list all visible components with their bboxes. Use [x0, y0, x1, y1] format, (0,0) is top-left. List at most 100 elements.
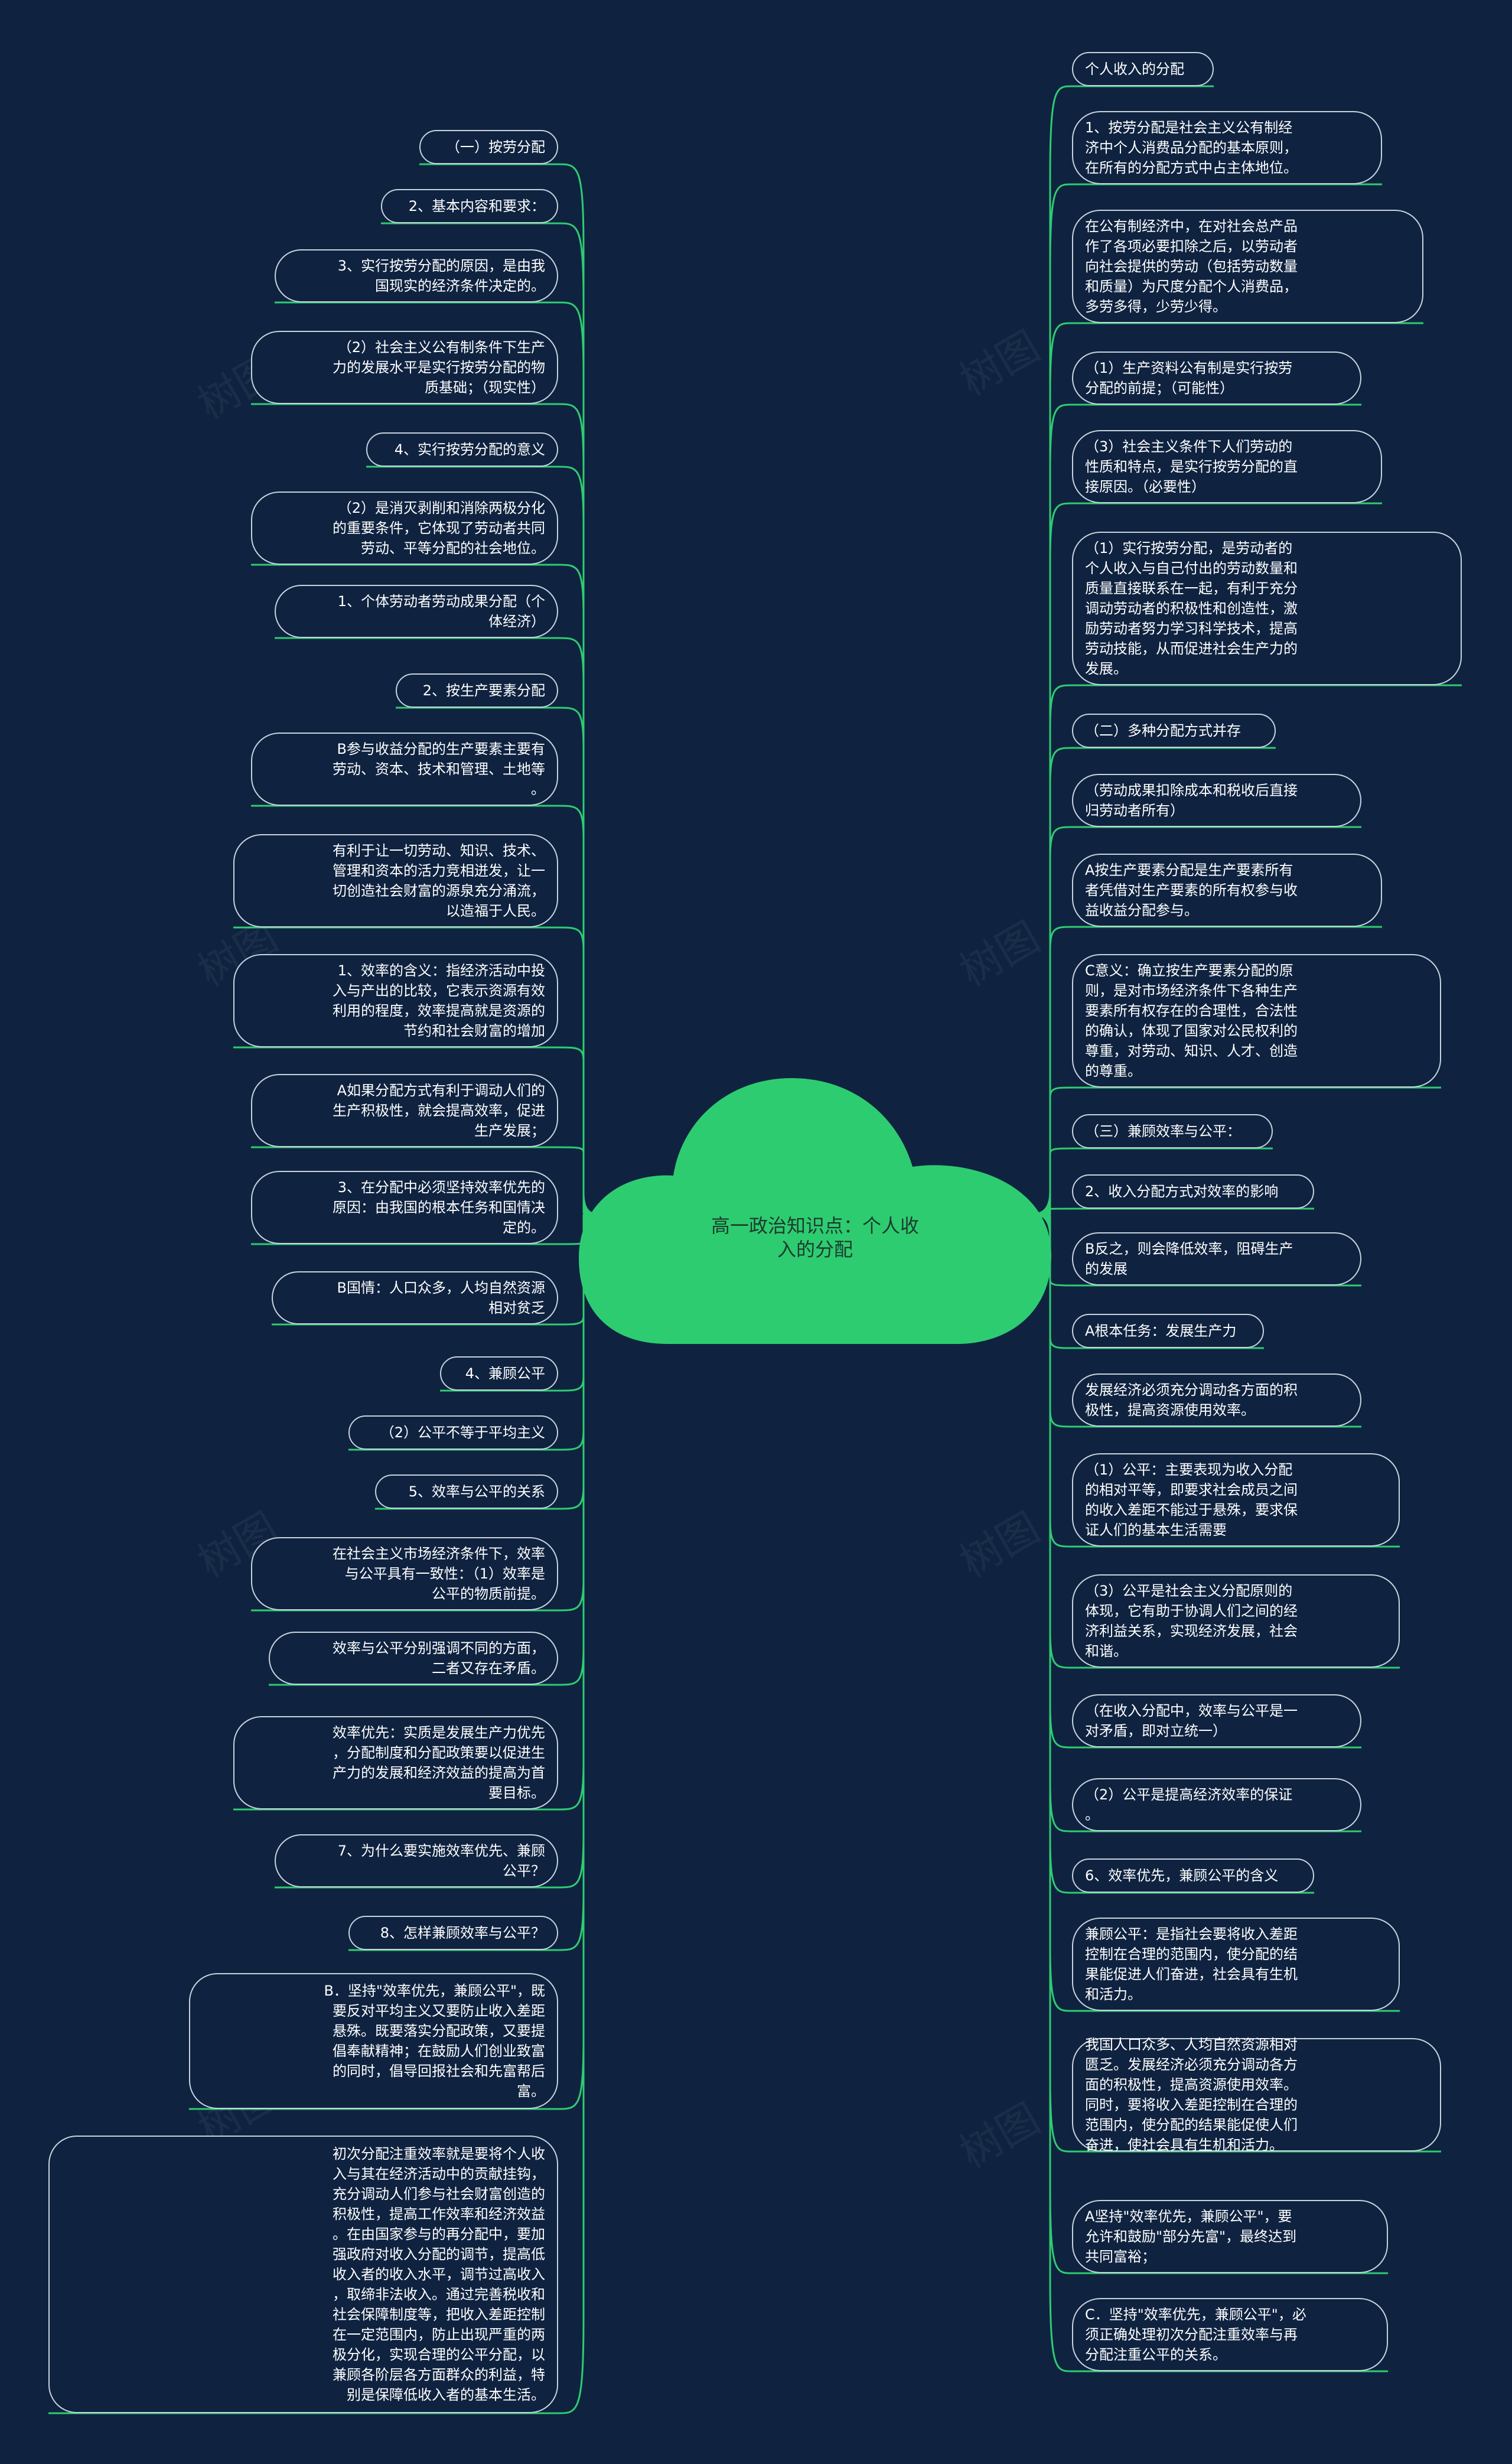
node-text: （2）社会主义公有制条件下生产 力的发展水平是实行按劳分配的物 质基础；（现实性… — [333, 339, 545, 396]
node-text: 个人收入的分配 — [1085, 61, 1184, 77]
node-text: B．坚持"效率优先，兼顾公平"，既 要反对平均主义又要防止收入差距 悬殊。既要落… — [324, 1983, 545, 2100]
node-text: 4、实行按劳分配的意义 — [394, 441, 545, 458]
left-node-22[interactable]: 8、怎样兼顾效率与公平？ — [348, 1916, 558, 1950]
right-node-14[interactable]: A根本任务：发展生产力 — [1072, 1314, 1264, 1348]
branch-connector — [558, 301, 597, 1215]
node-text: 5、效率与公平的关系 — [408, 1483, 545, 1500]
left-node-1[interactable]: （一）按劳分配 — [419, 130, 558, 164]
node-text: 我国人口众多、人均自然资源相对 匮乏。发展经济必须充分调动各方 面的积极性，提高… — [1085, 2036, 1298, 2153]
left-node-6[interactable]: （2）是消灭剥削和消除两极分化 的重要条件，它体现了劳动者共同 劳动、平等分配的… — [251, 492, 558, 565]
right-node-21[interactable]: 兼顾公平：是指社会要将收入差距 控制在合理的范围内，使分配的结 果能促进人们奋进… — [1072, 1918, 1400, 2011]
node-text: 3、实行按劳分配的原因，是由我 国现实的经济条件决定的。 — [337, 258, 545, 294]
node-text: 3、在分配中必须坚持效率优先的 原因：由我国的根本任务和国情决 定的。 — [333, 1179, 545, 1236]
right-node-2[interactable]: 1、按劳分配是社会主义公有制经 济中个人消费品分配的基本原则， 在所有的分配方式… — [1072, 111, 1382, 184]
node-text: A根本任务：发展生产力 — [1085, 1323, 1237, 1339]
left-node-13[interactable]: 3、在分配中必须坚持效率优先的 原因：由我国的根本任务和国情决 定的。 — [251, 1171, 558, 1244]
node-text: （2）公平是提高经济效率的保证 。 — [1085, 1786, 1293, 1823]
branch-connector — [558, 222, 597, 1215]
right-node-16[interactable]: （1）公平：主要表现为收入分配 的相对平等，即要求社会成员之间 的收入差距不能过… — [1072, 1453, 1400, 1547]
node-text: 4、兼顾公平 — [465, 1365, 545, 1382]
right-node-3[interactable]: 在公有制经济中，在对社会总产品 作了各项必要扣除之后，以劳动者 向社会提供的劳动… — [1072, 210, 1423, 323]
left-node-3[interactable]: 3、实行按劳分配的原因，是由我 国现实的经济条件决定的。 — [275, 249, 558, 302]
left-node-17[interactable]: 5、效率与公平的关系 — [375, 1475, 558, 1509]
node-text: 2、收入分配方式对效率的影响 — [1085, 1183, 1279, 1200]
right-node-22[interactable]: 我国人口众多、人均自然资源相对 匮乏。发展经济必须充分调动各方 面的积极性，提高… — [1072, 2036, 1441, 2153]
node-text: 有利于让一切劳动、知识、技术、 管理和资本的活力竞相迸发，让一 切创造社会财富的… — [333, 842, 545, 919]
right-node-10[interactable]: C意义：确立按生产要素分配的原 则，是对市场经济条件下各种生产 要素所有权存在的… — [1072, 954, 1441, 1088]
left-node-12[interactable]: A如果分配方式有利于调动人们的 生产积极性，就会提高效率，促进 生产发展； — [251, 1074, 558, 1147]
node-text: 在社会主义市场经济条件下，效率 与公平具有一致性：（1）效率是 公平的物质前提。 — [333, 1545, 545, 1602]
node-text: C意义：确立按生产要素分配的原 则，是对市场经济条件下各种生产 要素所有权存在的… — [1085, 962, 1298, 1079]
node-text: （1）生产资料公有制是实行按劳 分配的前提；（可能性） — [1085, 360, 1293, 396]
node-text: （2）是消灭剥削和消除两极分化 的重要条件，它体现了劳动者共同 劳动、平等分配的… — [333, 500, 545, 556]
node-text: 在公有制经济中，在对社会总产品 作了各项必要扣除之后，以劳动者 向社会提供的劳动… — [1085, 218, 1298, 315]
right-node-4[interactable]: （1）生产资料公有制是实行按劳 分配的前提；（可能性） — [1072, 351, 1361, 405]
left-node-7[interactable]: 1、个体劳动者劳动成果分配（个 体经济） — [275, 585, 558, 638]
right-node-12[interactable]: 2、收入分配方式对效率的影响 — [1072, 1174, 1314, 1209]
left-node-4[interactable]: （2）社会主义公有制条件下生产 力的发展水平是实行按劳分配的物 质基础；（现实性… — [251, 331, 558, 404]
node-text: 发展经济必须充分调动各方面的积 极性，提高资源使用效率。 — [1085, 1382, 1298, 1418]
right-node-24[interactable]: C．坚持"效率优先，兼顾公平"，必 须正确处理初次分配注重效率与再 分配注重公平… — [1072, 2298, 1388, 2371]
left-node-11[interactable]: 1、效率的含义：指经济活动中投 入与产出的比较，它表示资源有效 利用的程度，效率… — [233, 954, 558, 1047]
right-node-5[interactable]: （3）社会主义条件下人们劳动的 性质和特点，是实行按劳分配的直 接原因。（必要性… — [1072, 430, 1382, 503]
left-node-16[interactable]: （2）公平不等于平均主义 — [348, 1415, 558, 1450]
node-text: 效率优先：实质是发展生产力优先 ，分配制度和分配政策要以促进生 产力的发展和经济… — [333, 1724, 545, 1801]
left-node-15[interactable]: 4、兼顾公平 — [440, 1356, 558, 1391]
node-text: 1、个体劳动者劳动成果分配（个 体经济） — [337, 593, 545, 630]
right-node-9[interactable]: A按生产要素分配是生产要素所有 者凭借对生产要素的所有权参与收 益收益分配参与。 — [1072, 854, 1382, 927]
right-node-18[interactable]: （在收入分配中，效率与公平是一 对矛盾，即对立统一） — [1072, 1694, 1361, 1747]
node-text: （3）社会主义条件下人们劳动的 性质和特点，是实行按劳分配的直 接原因。（必要性… — [1085, 438, 1298, 495]
node-text: 6、效率优先，兼顾公平的含义 — [1085, 1867, 1279, 1884]
right-node-15[interactable]: 发展经济必须充分调动各方面的积 极性，提高资源使用效率。 — [1072, 1373, 1361, 1427]
left-node-9[interactable]: B参与收益分配的生产要素主要有 劳动、资本、技术和管理、土地等 。 — [251, 733, 558, 806]
node-text: A如果分配方式有利于调动人们的 生产积极性，就会提高效率，促进 生产发展； — [333, 1082, 545, 1139]
left-node-24[interactable]: 初次分配注重效率就是要将个人收 入与其在经济活动中的贡献挂钩， 充分调动人们参与… — [48, 2136, 558, 2413]
central-topic[interactable]: 高一政治知识点：个人收 入的分配 — [711, 1215, 919, 1261]
right-node-1[interactable]: 个人收入的分配 — [1072, 52, 1214, 86]
right-node-11[interactable]: （三）兼顾效率与公平： — [1072, 1114, 1273, 1148]
node-text: 1、效率的含义：指经济活动中投 入与产出的比较，它表示资源有效 利用的程度，效率… — [333, 962, 545, 1039]
right-node-6[interactable]: （1）实行按劳分配，是劳动者的 个人收入与自己付出的劳动数量和 质量直接联系在一… — [1072, 532, 1462, 685]
right-node-13[interactable]: B反之，则会降低效率，阻碍生产 的发展 — [1072, 1232, 1361, 1285]
left-node-23[interactable]: B．坚持"效率优先，兼顾公平"，既 要反对平均主义又要防止收入差距 悬殊。既要落… — [189, 1973, 558, 2109]
left-node-5[interactable]: 4、实行按劳分配的意义 — [366, 432, 558, 467]
left-node-2[interactable]: 2、基本内容和要求： — [381, 189, 558, 223]
node-text: 8、怎样兼顾效率与公平？ — [380, 1925, 545, 1941]
left-node-8[interactable]: 2、按生产要素分配 — [396, 673, 558, 708]
right-node-7[interactable]: （二）多种分配方式并存 — [1072, 714, 1276, 748]
node-text: （二）多种分配方式并存 — [1085, 722, 1241, 739]
cloud-shape — [579, 1078, 1051, 1344]
left-node-18[interactable]: 在社会主义市场经济条件下，效率 与公平具有一致性：（1）效率是 公平的物质前提。 — [251, 1537, 558, 1610]
node-text: （在收入分配中，效率与公平是一 对矛盾，即对立统一） — [1085, 1703, 1298, 1739]
right-node-17[interactable]: （3）公平是社会主义分配原则的 体现，它有助于协调人们之间的经 济利益关系，实现… — [1072, 1574, 1400, 1668]
central-cloud — [579, 1078, 1051, 1344]
branch-connector — [1033, 1213, 1073, 2372]
right-node-20[interactable]: 6、效率优先，兼顾公平的含义 — [1072, 1858, 1314, 1893]
node-text: 2、基本内容和要求： — [408, 198, 545, 214]
node-text: （2）公平不等于平均主义 — [380, 1424, 545, 1441]
node-text: C．坚持"效率优先，兼顾公平"，必 须正确处理初次分配注重效率与再 分配注重公平… — [1085, 2306, 1306, 2363]
node-text: （三）兼顾效率与公平： — [1085, 1123, 1241, 1140]
branch-connector — [558, 1213, 597, 2414]
left-node-21[interactable]: 7、为什么要实施效率优先、兼顾 公平？ — [275, 1834, 558, 1887]
node-text: B参与收益分配的生产要素主要有 劳动、资本、技术和管理、土地等 。 — [333, 741, 545, 798]
node-text: （1）公平：主要表现为收入分配 的相对平等，即要求社会成员之间 的收入差距不能过… — [1085, 1462, 1298, 1538]
left-node-19[interactable]: 效率与公平分别强调不同的方面， 二者又存在矛盾。 — [269, 1632, 558, 1685]
node-text: （一）按劳分配 — [446, 139, 545, 155]
node-text: 兼顾公平：是指社会要将收入差距 控制在合理的范围内，使分配的结 果能促进人们奋进… — [1085, 1926, 1298, 2003]
node-text: 效率与公平分别强调不同的方面， 二者又存在矛盾。 — [333, 1640, 545, 1677]
right-node-23[interactable]: A坚持"效率优先，兼顾公平"，要 允许和鼓励"部分先富"，最终达到 共同富裕； — [1072, 2200, 1388, 2273]
left-node-20[interactable]: 效率优先：实质是发展生产力优先 ，分配制度和分配政策要以促进生 产力的发展和经济… — [233, 1716, 558, 1809]
branch-connector — [1033, 1213, 1073, 2274]
left-node-14[interactable]: B国情：人口众多，人均自然资源 相对贫乏 — [272, 1271, 558, 1324]
node-text: （1）实行按劳分配，是劳动者的 个人收入与自己付出的劳动数量和 质量直接联系在一… — [1085, 540, 1298, 677]
left-node-10[interactable]: 有利于让一切劳动、知识、技术、 管理和资本的活力竞相迸发，让一 切创造社会财富的… — [233, 834, 558, 927]
right-node-8[interactable]: （劳动成果扣除成本和税收后直接 归劳动者所有） — [1072, 774, 1361, 827]
node-text: B国情：人口众多，人均自然资源 相对贫乏 — [337, 1280, 545, 1316]
node-text: 1、按劳分配是社会主义公有制经 济中个人消费品分配的基本原则， 在所有的分配方式… — [1085, 119, 1298, 176]
node-text: 7、为什么要实施效率优先、兼顾 公平？ — [337, 1843, 545, 1879]
node-text: 初次分配注重效率就是要将个人收 入与其在经济活动中的贡献挂钩， 充分调动人们参与… — [333, 2146, 545, 2403]
node-text: A按生产要素分配是生产要素所有 者凭借对生产要素的所有权参与收 益收益分配参与。 — [1085, 862, 1298, 919]
right-node-19[interactable]: （2）公平是提高经济效率的保证 。 — [1072, 1778, 1361, 1831]
